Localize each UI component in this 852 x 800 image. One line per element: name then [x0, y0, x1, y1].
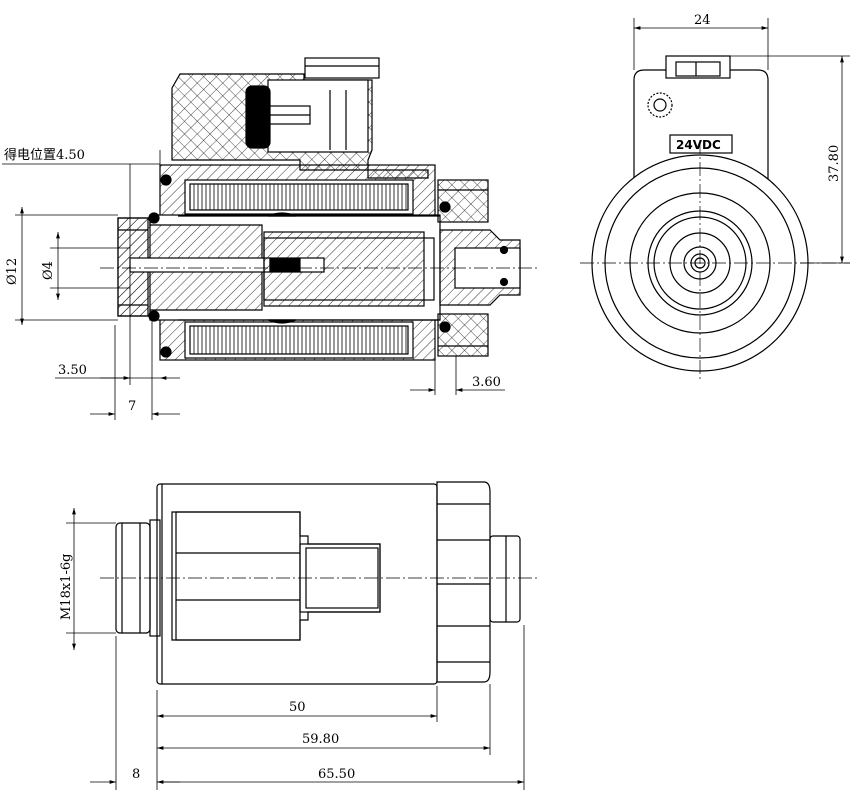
- lock-nut: [437, 179, 489, 223]
- energized-position-label: 得电位置4.50: [4, 147, 85, 163]
- outline-dimensions: [66, 508, 525, 790]
- connector-tab: [304, 57, 380, 79]
- hex-nut: [436, 481, 491, 683]
- end-cap: [489, 535, 521, 623]
- section-dimensions: [2, 150, 505, 420]
- height-37-80-label: 37.80: [827, 145, 842, 182]
- dia-12-label: Ø12: [5, 258, 20, 285]
- thread-label: M18x1-6g: [59, 554, 74, 620]
- dim-65-50-label: 65.50: [318, 767, 355, 782]
- dim-7-label: 7: [128, 399, 136, 414]
- connector-outline: [171, 511, 381, 641]
- outline-view: [100, 481, 540, 685]
- width-24-label: 24: [694, 13, 711, 28]
- o-ring: [148, 212, 160, 224]
- dia-4-label: Ø4: [41, 261, 56, 280]
- dim-3-50-label: 3.50: [58, 363, 87, 378]
- end-view: [580, 55, 850, 380]
- dim-8-label: 8: [132, 767, 140, 782]
- dim-3-60-label: 3.60: [472, 375, 501, 390]
- ce-stamp-icon: [647, 92, 673, 118]
- coil-body: [156, 483, 438, 685]
- voltage-box: [669, 134, 733, 154]
- dim-50-label: 50: [289, 700, 306, 715]
- connector-insert: [245, 85, 271, 149]
- voltage-label: 24VDC: [676, 138, 721, 152]
- end-view-dimensions: [633, 18, 850, 264]
- dim-59-80-label: 59.80: [302, 732, 339, 747]
- push-pin: [129, 257, 271, 273]
- section-view: [100, 57, 540, 361]
